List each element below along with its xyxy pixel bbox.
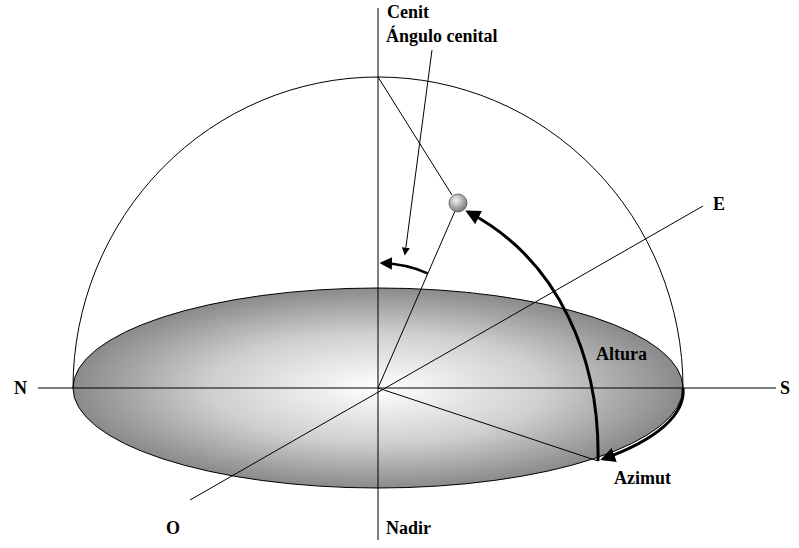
zenith-nadir-axis xyxy=(378,8,379,540)
south-label: S xyxy=(780,378,790,398)
azimuth-foot-line xyxy=(378,388,598,461)
north-south-axis xyxy=(38,388,776,389)
altitude-arc xyxy=(468,212,598,461)
altitude-label: Altura xyxy=(596,344,647,364)
star-direction-line xyxy=(378,211,455,388)
zenith-angle-label: Ángulo cenital xyxy=(386,26,498,46)
west-label: O xyxy=(166,518,180,538)
nadir-label: Nadir xyxy=(386,518,431,538)
azimuth-label: Azimut xyxy=(614,468,671,488)
east-label: E xyxy=(713,194,725,214)
zenith-angle-leader xyxy=(405,50,432,254)
azimuth-arc xyxy=(603,388,683,459)
east-west-axis xyxy=(190,206,703,500)
zenith-angle-arc xyxy=(382,263,428,273)
zenith-label: Cenit xyxy=(387,2,429,22)
north-label: N xyxy=(14,378,27,398)
celestial-body xyxy=(449,194,467,212)
